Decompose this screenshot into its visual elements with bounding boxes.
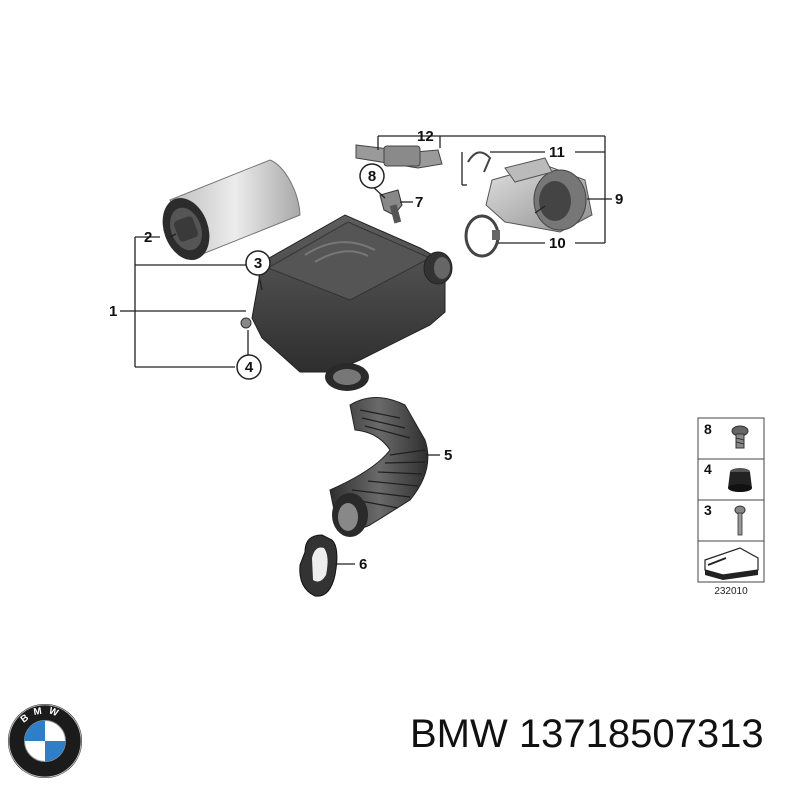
screw-icon xyxy=(731,425,749,449)
part-number: 13718507313 xyxy=(518,712,764,756)
bmw-logo: BMW xyxy=(7,703,83,779)
diagram-reference-number: 232010 xyxy=(714,586,748,597)
legend-number-4: 4 xyxy=(704,461,712,477)
rubber-grommet-icon xyxy=(728,468,752,492)
view-arrow-icon xyxy=(704,547,759,580)
callout-8-circle: 8 xyxy=(359,163,385,189)
intake-hose xyxy=(329,397,429,537)
air-filter-housing xyxy=(240,214,453,391)
legend-number-8: 8 xyxy=(704,421,712,437)
footer-part-label: BMW 13718507313 xyxy=(410,712,795,757)
callout-4: 4 xyxy=(245,359,254,376)
air-mass-meter xyxy=(485,157,593,233)
callout-2: 2 xyxy=(144,229,152,246)
callout-3-circle: 3 xyxy=(245,250,271,276)
seal-gasket xyxy=(299,534,338,597)
bolt-icon xyxy=(734,505,746,536)
hose-clamp-large xyxy=(464,214,500,258)
callout-8: 8 xyxy=(368,168,376,185)
leader-lines xyxy=(120,135,612,565)
callout-5: 5 xyxy=(444,447,452,464)
callout-12: 12 xyxy=(417,128,434,145)
legend-number-3: 3 xyxy=(704,502,712,518)
sensor-connector xyxy=(355,144,443,169)
callout-9: 9 xyxy=(615,191,623,208)
brand-name: BMW xyxy=(410,712,508,756)
callout-6: 6 xyxy=(359,556,367,573)
callout-11: 11 xyxy=(549,144,565,161)
small-parts-legend: 8 4 3 232010 xyxy=(697,417,765,597)
callout-3: 3 xyxy=(254,255,262,272)
screw-part xyxy=(379,189,403,224)
air-filter-element xyxy=(162,159,301,260)
callout-7: 7 xyxy=(415,194,423,211)
callout-10: 10 xyxy=(549,235,566,252)
callout-4-circle: 4 xyxy=(236,354,262,380)
hose-clip-small xyxy=(467,151,492,173)
callout-1: 1 xyxy=(109,303,117,320)
